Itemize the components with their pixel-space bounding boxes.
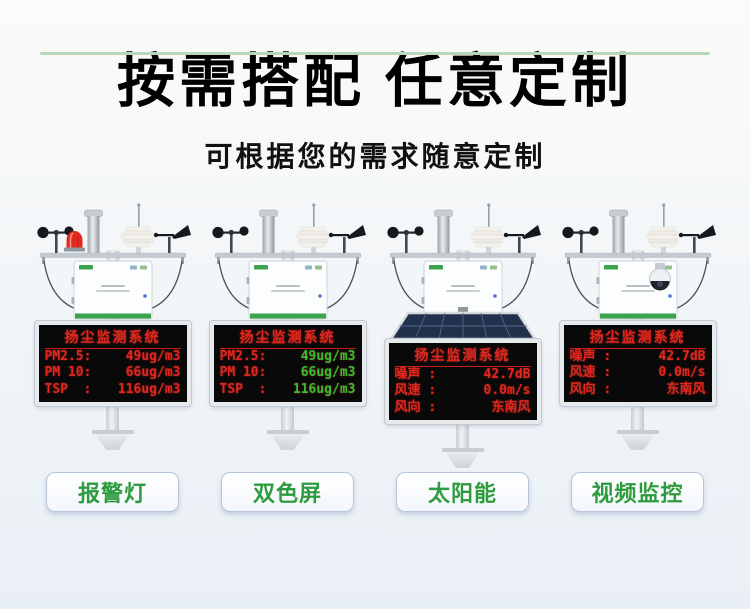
page-title: 按需搭配 任意定制	[116, 49, 634, 114]
sensor-head-icon	[211, 202, 367, 322]
led-row: TSP :116ug/m3	[219, 381, 356, 397]
top-accent-bar	[40, 52, 710, 55]
station-card-solar: 扬尘监测系统 噪声 :42.7dB 风速 :0.0m/s 风向 :东南风	[375, 201, 550, 469]
led-row: 风向 :东南风	[394, 399, 531, 415]
station-card-video: 扬尘监测系统 噪声 :42.7dB 风速 :0.0m/s 风向 :东南风	[550, 201, 725, 451]
led-screen-title: 扬尘监测系统	[44, 327, 181, 349]
feature-button-video-monitoring[interactable]: 视频监控	[571, 472, 704, 513]
mounting-pole	[631, 406, 644, 431]
pole-base	[95, 434, 130, 451]
pole-base	[270, 434, 305, 451]
station-graphic	[211, 202, 367, 322]
led-row: PM2.5:49ug/m3	[44, 348, 181, 364]
led-screen: 扬尘监测系统 PM2.5:49ug/m3 PM 10:66ug/m3 TSP :…	[208, 319, 367, 408]
feature-button-alarm-light[interactable]: 报警灯	[46, 472, 179, 513]
sensor-head-icon	[36, 202, 192, 322]
led-screen-title: 扬尘监测系统	[569, 327, 706, 349]
led-screen: 扬尘监测系统 噪声 :42.7dB 风速 :0.0m/s 风向 :东南风	[383, 337, 542, 426]
stations-row: 扬尘监测系统 PM2.5:49ug/m3 PM 10:66ug/m3 TSP :…	[25, 201, 725, 469]
station-graphic	[561, 202, 717, 322]
led-row: 噪声 :42.7dB	[394, 366, 531, 382]
pole-base	[620, 434, 655, 451]
led-row: PM 10:66ug/m3	[219, 365, 356, 381]
mounting-pole	[106, 406, 119, 431]
led-screen: 扬尘监测系统 噪声 :42.7dB 风速 :0.0m/s 风向 :东南风	[558, 319, 717, 408]
feature-button-dual-color-screen[interactable]: 双色屏	[221, 472, 354, 513]
led-row: 风速 :0.0m/s	[394, 383, 531, 399]
feature-buttons-row: 报警灯 双色屏 太阳能 视频监控	[25, 472, 725, 513]
mounting-pole	[456, 424, 469, 449]
pole-base	[445, 452, 480, 469]
pole-flange	[616, 430, 659, 435]
led-row: 噪声 :42.7dB	[569, 348, 706, 364]
mounting-pole	[281, 406, 294, 431]
led-screen-title: 扬尘监测系统	[219, 327, 356, 349]
led-row: 风速 :0.0m/s	[569, 365, 706, 381]
pole-flange	[91, 430, 134, 435]
feature-button-solar[interactable]: 太阳能	[396, 472, 529, 513]
led-screen: 扬尘监测系统 PM2.5:49ug/m3 PM 10:66ug/m3 TSP :…	[33, 319, 192, 408]
sensor-head-icon	[386, 202, 542, 322]
led-screen-title: 扬尘监测系统	[394, 345, 531, 367]
pole-flange	[266, 430, 309, 435]
page-subtitle: 可根据您的需求随意定制	[204, 140, 546, 172]
sensor-head-icon	[561, 202, 717, 322]
solar-panel-icon	[389, 305, 536, 341]
led-row: PM 10:66ug/m3	[44, 365, 181, 381]
station-graphic	[386, 202, 542, 341]
led-row: TSP :116ug/m3	[44, 381, 181, 397]
led-row: 风向 :东南风	[569, 381, 706, 397]
led-row: PM2.5:49ug/m3	[219, 348, 356, 364]
station-card-dual-color: 扬尘监测系统 PM2.5:49ug/m3 PM 10:66ug/m3 TSP :…	[200, 201, 375, 451]
station-card-alarm-light: 扬尘监测系统 PM2.5:49ug/m3 PM 10:66ug/m3 TSP :…	[25, 201, 200, 451]
station-graphic	[36, 202, 192, 322]
pole-flange	[441, 448, 484, 453]
